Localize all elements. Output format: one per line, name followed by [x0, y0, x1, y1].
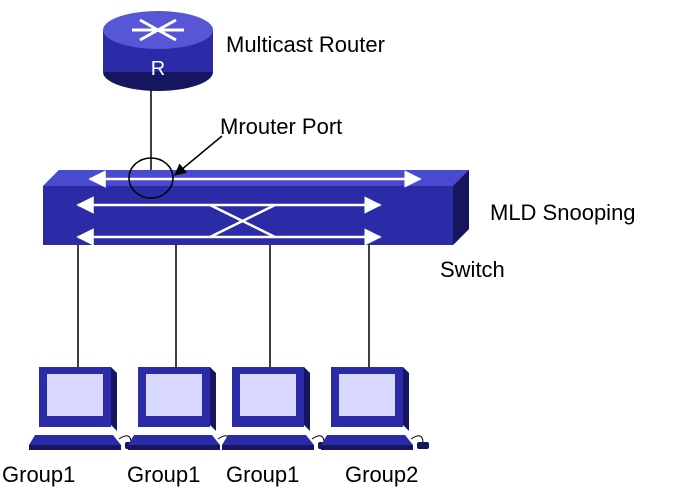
switch-label-line2: Switch [440, 257, 505, 282]
switch-arrows-icon [76, 170, 422, 246]
router-label: Multicast Router [226, 32, 385, 57]
mrouter-port-pointer [174, 135, 223, 176]
group-label-3: Group1 [226, 462, 299, 487]
router-arrows-icon [132, 18, 184, 42]
multicast-router-icon: R [103, 11, 213, 91]
mrouter-port-circle [128, 157, 174, 199]
computer-icon [321, 367, 429, 450]
group-label-1: Group1 [2, 462, 75, 487]
group-label-2: Group1 [127, 462, 200, 487]
group-label-4: Group2 [345, 462, 418, 487]
hosts-layer [29, 367, 429, 450]
computer-icon [222, 367, 330, 450]
computer-icon [29, 367, 137, 450]
switch-label-line1: MLD Snooping [490, 200, 636, 225]
router-letter: R [151, 58, 165, 80]
switch-icon [43, 170, 469, 246]
computer-icon [128, 367, 236, 450]
mrouter-port-label: Mrouter Port [220, 114, 342, 139]
